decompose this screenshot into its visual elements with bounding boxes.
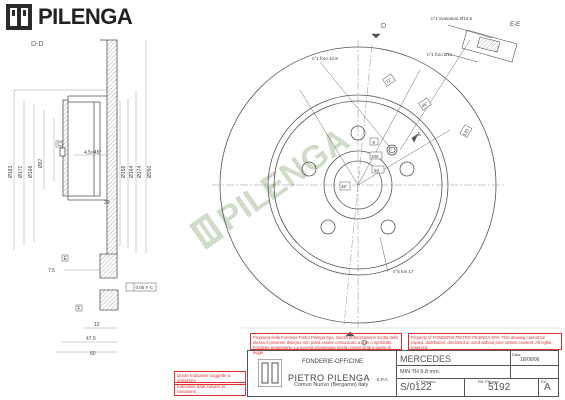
company-line-3: Comun Nuovo (Bergamo) Italy xyxy=(294,382,369,388)
pilenga-logo-icon xyxy=(6,4,32,30)
tolerance-note-it-text: Quote indicative soggette a variazioni xyxy=(177,373,231,383)
dim-chamfer: 4.5×45° xyxy=(84,150,101,156)
box-60: 60 xyxy=(374,168,380,173)
dim-d174: Ø174 xyxy=(137,166,143,178)
tb-divider-3 xyxy=(464,378,465,397)
dim-d67: Ø67 xyxy=(38,158,44,168)
date-label: Data xyxy=(512,352,521,357)
box-45: 45° xyxy=(421,101,430,109)
section-view-label: D-D xyxy=(31,41,43,48)
dim-29: 29 xyxy=(104,200,110,206)
tb-row-1 xyxy=(396,365,559,366)
drawing-no: S/0122 xyxy=(400,382,432,393)
note-bore: n°1 foro 12.6 xyxy=(312,56,338,61)
dim-12: 12 xyxy=(94,322,100,328)
company-suffix: S.P.A. xyxy=(376,377,389,382)
tolerance-note-en-text: Indicative data subject to variations xyxy=(177,384,226,394)
detail-view-label: E-E xyxy=(510,22,520,28)
note-countersink: n°1 svasatura Ø16.5 xyxy=(431,16,473,21)
dim-d164: Ø164 xyxy=(129,166,135,178)
edition-value: A xyxy=(544,382,551,393)
dim-47-5: 47.5 xyxy=(86,336,96,342)
tb-row-2 xyxy=(396,378,559,379)
tb-divider-4 xyxy=(538,378,539,397)
brand-name: PILENGA xyxy=(38,4,133,29)
dim-d168: Ø168 xyxy=(28,166,34,178)
rif-label: Rif. Pilenga xyxy=(478,379,499,384)
dim-d171: Ø171 xyxy=(18,166,24,178)
datum-tag-e: E xyxy=(64,256,68,262)
property-note-it: Proprietà della Fonderie Pietro Pilenga … xyxy=(250,333,402,355)
tb-divider-1 xyxy=(396,351,397,397)
title-block: FONDERIE-OFFICINE PIETRO PILENGA S.P.A. … xyxy=(247,350,559,397)
datum-tag-c: C xyxy=(58,142,62,148)
cut-label-bottom: D xyxy=(362,340,367,347)
min-thickness: MIN TH 9.8 mm. xyxy=(400,369,441,375)
company-line-1: FONDERIE-OFFICINE xyxy=(302,359,363,365)
box-120: 120 xyxy=(462,127,470,136)
dim-d290: Ø290 xyxy=(147,166,153,178)
leader-lines xyxy=(299,39,471,273)
datum-tag-f: F xyxy=(78,306,81,312)
brand-logo: PILENGA xyxy=(6,4,133,30)
drawing-no-label: n° Disegno xyxy=(416,379,436,384)
detail-e-e xyxy=(444,24,518,63)
cut-label-e: E xyxy=(418,132,422,138)
dim-d158: Ø158 xyxy=(121,166,127,178)
date-value: 18/09/06 xyxy=(520,357,540,363)
runout-tolerance: 0.05 F-C xyxy=(136,285,154,290)
company-logo-icon xyxy=(258,359,282,387)
note-holes17: n°5 fori 17 xyxy=(393,269,414,274)
rif-value: 5192 xyxy=(488,382,511,393)
dim-d183: Ø183 xyxy=(8,166,14,178)
cut-label-top: D xyxy=(381,23,386,30)
dimension-lines xyxy=(13,40,147,353)
tolerance-note-en: Indicative data subject to variations xyxy=(174,382,246,396)
company-line-2: PIETRO PILENGA xyxy=(288,373,371,383)
box-36: 36° xyxy=(341,184,348,189)
property-note-en-text: Property of FONDERIE PIETRO PILENGA SPA.… xyxy=(411,335,552,350)
tb-divider-2 xyxy=(510,351,511,379)
dim-7-5: 7.5 xyxy=(48,268,55,274)
vehicle-name: MERCEDES xyxy=(400,354,452,364)
box-100: 100 xyxy=(371,154,379,159)
tolerance-note-it: Quote indicative soggette a variazioni xyxy=(174,371,246,385)
property-note-en: Property of FONDERIE PIETRO PILENGA SPA.… xyxy=(408,333,562,350)
company-name-row: PIETRO PILENGA S.P.A. xyxy=(288,368,389,386)
disc-cross-section xyxy=(59,39,119,311)
property-note-it-text: Proprietà della Fonderie Pietro Pilenga … xyxy=(253,335,399,355)
edition-label: Ed. xyxy=(541,379,548,384)
box-72: 72° xyxy=(385,77,394,85)
note-hole11: n°1 foro Ø11 xyxy=(427,52,453,57)
box-9: 9 xyxy=(373,140,376,145)
dim-60: 60 xyxy=(90,351,96,357)
